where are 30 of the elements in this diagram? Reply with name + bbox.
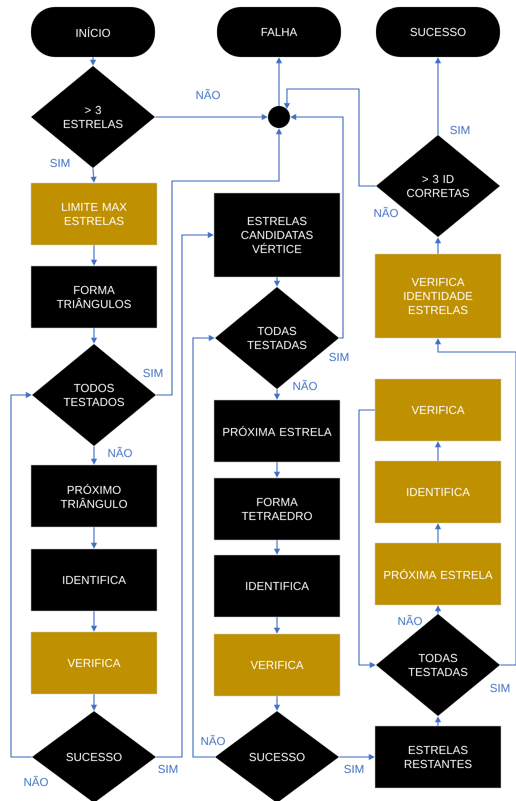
edge-label: NÃO (196, 88, 220, 100)
process-box: VERIFICA (214, 634, 340, 696)
edge-label: SIM (50, 158, 70, 168)
terminal-box: FALHA (217, 7, 341, 57)
process-box: IDENTIFICA (214, 554, 340, 618)
process-box: VERIFICA (374, 378, 502, 442)
terminal-box: SUCESSO (376, 7, 500, 57)
terminal-box: INÍCIO (31, 7, 155, 57)
process-box: VERIFICA IDENTIDADE ESTRELAS (374, 254, 502, 338)
process-box: VERIFICA (30, 632, 158, 694)
arrow (192, 334, 215, 758)
process-box: IDENTIFICA (30, 548, 158, 612)
junction-dot (268, 106, 290, 128)
arrow (10, 392, 32, 758)
process-box: FORMA TETRAEDRO (214, 478, 340, 540)
process-box: FORMA TRIÂNGULOS (30, 266, 158, 328)
process-box: PRÓXIMO TRIÂNGULO (30, 464, 158, 528)
edge-label: SIM (450, 126, 470, 134)
process-box: PRÓXIMA ESTRELA (214, 400, 340, 462)
process-box: ESTRELAS CANDIDATAS VÉRTICE (214, 192, 340, 278)
edge-label: NÃO (398, 614, 422, 626)
edge-label: NÃO (293, 380, 317, 390)
edge-label: SIM (158, 764, 178, 774)
edge-label: NÃO (374, 206, 398, 218)
process-box: PRÓXIMA ESTRELA (374, 542, 502, 606)
process-box: IDENTIFICA (374, 460, 502, 524)
process-box: ESTRELAS RESTANTES (374, 726, 502, 788)
edge-label: SIM (344, 764, 364, 774)
process-box: LIMITE MAX ESTRELAS (30, 182, 158, 246)
edge-label: NÃO (108, 446, 132, 458)
